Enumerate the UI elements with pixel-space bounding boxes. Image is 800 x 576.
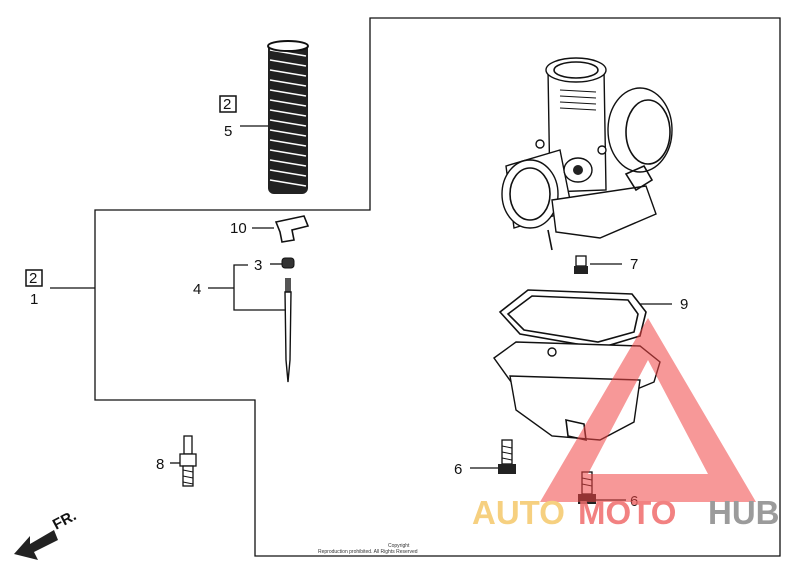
callout-7: 7 — [630, 256, 638, 273]
screw-upper — [498, 439, 516, 474]
assembly-outline — [94, 17, 781, 557]
watermark-hub: HUB — [708, 494, 780, 531]
qty-box-5 — [219, 95, 237, 113]
needle-clip — [274, 215, 310, 243]
front-arrow-icon — [14, 530, 58, 560]
copyright-line2: Reproduction prohibited. All Rights Rese… — [318, 549, 418, 555]
callout-8: 8 — [156, 456, 164, 473]
qty-5: 2 — [223, 96, 231, 113]
copyright-line1: Copyright — [388, 543, 410, 549]
main-jet — [574, 255, 588, 274]
qty-box-1 — [25, 269, 43, 287]
front-label: FR. — [50, 507, 79, 533]
throttle-spring — [267, 40, 309, 194]
jet-needle — [281, 257, 295, 383]
callout-5: 5 — [224, 123, 232, 140]
watermark-auto: AUTO — [472, 494, 565, 531]
watermark-moto: MOTO — [578, 494, 676, 531]
carburetor-body — [501, 57, 673, 251]
callout-10: 10 — [230, 220, 247, 237]
watermark-triangle-icon — [540, 318, 756, 502]
qty-1: 2 — [29, 270, 37, 287]
watermark-logo: AUTO MOTO HUB — [472, 318, 780, 531]
callout-9: 9 — [680, 296, 688, 313]
callout-4: 4 — [193, 281, 201, 298]
float-bowl-gasket — [498, 289, 647, 349]
pilot-screw — [179, 435, 197, 487]
callout-6-upper: 6 — [454, 461, 462, 478]
callout-3: 3 — [254, 257, 262, 274]
callout-1: 1 — [30, 291, 38, 308]
